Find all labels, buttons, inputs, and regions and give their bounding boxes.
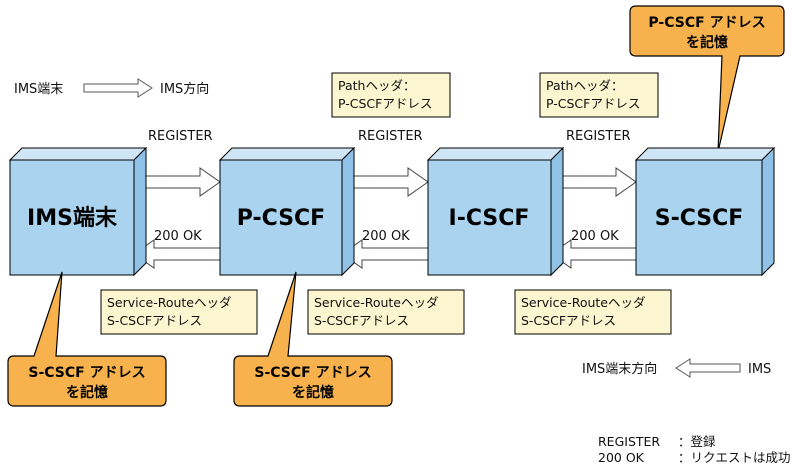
ok-label-1: 200 OK <box>154 229 202 244</box>
register-label-2: REGISTER <box>358 129 423 144</box>
path-note-2: Pathヘッダ： P-CSCFアドレス <box>539 72 659 118</box>
callout-scscf-terminal-line1: S-CSCF アドレス <box>28 365 145 381</box>
legend-backward-arrow-icon <box>675 358 741 378</box>
ok-arrow-3-icon <box>550 239 637 269</box>
callout-scscf-pcscf-line2: を記憶 <box>292 384 334 401</box>
register-arrow-3-icon <box>550 167 637 197</box>
service-route-note-2: Service-Routeヘッダ S-CSCFアドレス <box>307 289 465 335</box>
service-route-note-3-line2: S-CSCFアドレス <box>521 313 616 328</box>
service-route-note-2-line1: Service-Routeヘッダ <box>314 295 439 310</box>
legend-backward-from: IMS <box>748 362 771 377</box>
callout-pcscf-line1: P-CSCF アドレス <box>648 15 765 31</box>
service-route-note-1: Service-Routeヘッダ S-CSCFアドレス <box>100 289 258 335</box>
register-label-3: REGISTER <box>566 129 631 144</box>
path-note-2-line2: P-CSCFアドレス <box>546 96 640 111</box>
path-note-1: Pathヘッダ： P-CSCFアドレス <box>331 72 451 118</box>
legend-forward-to: IMS方向 <box>160 81 209 97</box>
node-ims-terminal-label: IMS端末 <box>27 206 118 231</box>
node-pcscf: P-CSCF <box>218 146 356 277</box>
service-route-note-3: Service-Routeヘッダ S-CSCFアドレス <box>514 289 672 335</box>
callout-scscf-pcscf: S-CSCF アドレス を記憶 <box>233 271 393 407</box>
path-note-1-line2: P-CSCFアドレス <box>338 96 432 111</box>
register-arrow-2-icon <box>341 167 429 197</box>
glossary-ok-term: 200 OK <box>598 450 645 465</box>
node-icscf-label: I-CSCF <box>449 206 530 231</box>
node-scscf-label: S-CSCF <box>655 206 744 231</box>
glossary-register-term: REGISTER <box>598 434 660 449</box>
callout-scscf-terminal: S-CSCF アドレス を記憶 <box>7 271 167 407</box>
service-route-note-1-line2: S-CSCFアドレス <box>107 313 202 328</box>
legend-backward-to: IMS端末方向 <box>582 361 657 377</box>
path-note-1-line1: Pathヘッダ： <box>338 78 415 93</box>
callout-scscf-terminal-line2: を記憶 <box>66 384 108 401</box>
legend-forward-arrow-icon <box>83 78 153 98</box>
ok-label-2: 200 OK <box>362 229 410 244</box>
ok-arrow-2-icon <box>341 239 429 269</box>
legend-forward-from: IMS端末 <box>14 82 63 97</box>
service-route-note-3-line1: Service-Routeヘッダ <box>521 295 646 310</box>
register-arrow-1-icon <box>133 167 221 197</box>
glossary-register-def: ：登録 <box>678 434 716 449</box>
node-ims-terminal: IMS端末 <box>8 146 148 277</box>
callout-scscf-pcscf-line1: S-CSCF アドレス <box>254 365 371 381</box>
node-scscf: S-CSCF <box>634 146 776 277</box>
node-pcscf-label: P-CSCF <box>237 206 325 231</box>
service-route-note-1-line1: Service-Routeヘッダ <box>107 295 232 310</box>
ok-arrow-1-icon <box>133 239 221 269</box>
path-note-2-line1: Pathヘッダ： <box>546 78 623 93</box>
service-route-note-2-line2: S-CSCFアドレス <box>314 313 409 328</box>
node-icscf: I-CSCF <box>426 146 565 277</box>
callout-pcscf-line2: を記憶 <box>686 34 728 51</box>
callout-pcscf: P-CSCF アドレス を記憶 <box>629 5 785 153</box>
glossary-ok-def: ：リクエストは成功 <box>678 450 791 465</box>
ok-label-3: 200 OK <box>571 229 619 244</box>
register-label-1: REGISTER <box>148 129 213 144</box>
